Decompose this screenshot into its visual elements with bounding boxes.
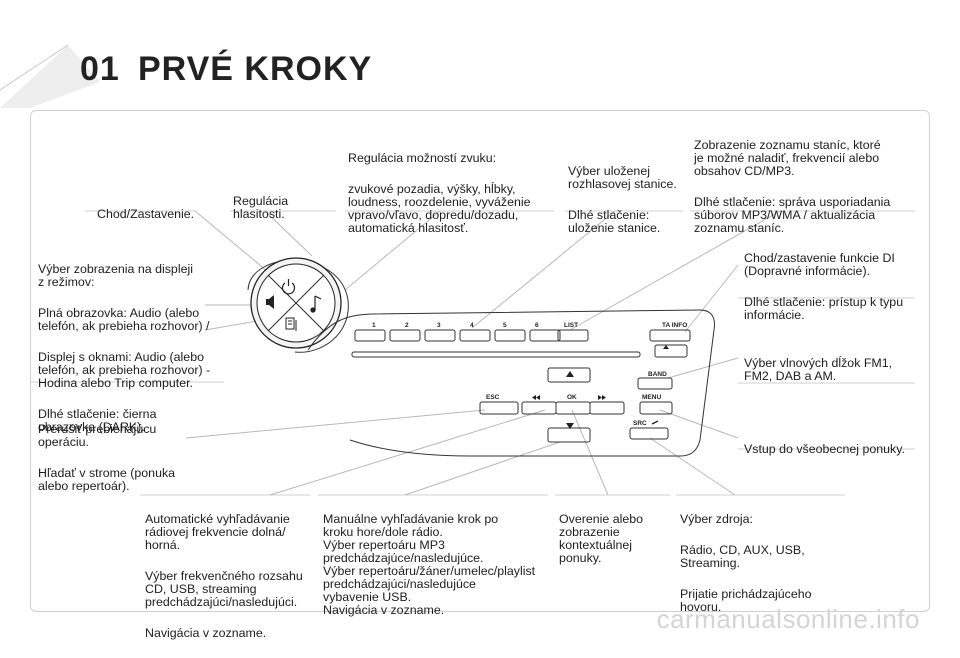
list-button-label: LIST <box>564 322 578 329</box>
rewind-icon <box>532 395 540 400</box>
up-arrow-icon <box>566 371 574 377</box>
power-icon <box>281 279 296 295</box>
eject-icon <box>663 345 669 349</box>
volume-icon <box>266 295 274 309</box>
ta-info-button-label: TA INFO <box>662 322 687 329</box>
preset-3-label: 3 <box>437 322 441 329</box>
music-note-icon <box>310 295 322 313</box>
src-button-label: SRC <box>633 420 647 427</box>
display-mode-icon <box>285 317 297 331</box>
control-dial <box>247 257 349 353</box>
phone-icon <box>651 420 659 425</box>
watermark: carmanualsonline.info <box>656 604 920 634</box>
preset-1-label: 1 <box>372 322 376 329</box>
callout-menu: Vstup do všeobecnej ponuky. <box>744 442 905 456</box>
chapter-number: 01 <box>80 50 120 88</box>
fast-forward-icon <box>598 395 606 400</box>
callout-on-off: Chod/Zastavenie. <box>97 207 195 221</box>
callout-auto-search: Automatické vyhľadávanie rádiovej frekve… <box>145 512 303 640</box>
corner-tab-decoration <box>0 44 100 108</box>
preset-2-label: 2 <box>405 322 409 329</box>
callout-band: Výber vlnových dĺžok FM1, FM2, DAB a AM. <box>744 356 893 383</box>
radio-panel-diagram: 1 2 3 4 5 6 LIST TA INFO BAND ESC OK MEN… <box>30 210 915 496</box>
preset-5-label: 5 <box>503 322 507 329</box>
callout-source: Výber zdroja: Rádio, CD, AUX, USB, Strea… <box>680 512 812 614</box>
preset-4-label: 4 <box>470 322 474 329</box>
callout-sound-settings: Regulácia možností zvuku: zvukové pozadi… <box>348 151 531 235</box>
ok-button-label: OK <box>567 394 577 401</box>
menu-button-label: MENU <box>642 394 661 401</box>
callout-ok: Overenie alebo zobrazenie kontextuálnej … <box>559 512 644 565</box>
content-frame <box>30 110 930 612</box>
callout-display-mode: Výber zobrazenia na displeji z režimov: … <box>38 262 211 434</box>
preset-6-label: 6 <box>535 322 539 329</box>
callout-ta-info: Chod/zastavenie funkcie DI (Dopravné inf… <box>744 251 904 322</box>
callout-manual-search: Manuálne vyhľadávanie krok po kroku hore… <box>323 512 536 617</box>
chapter-title: PRVÉ KROKY <box>138 50 373 88</box>
esc-button-label: ESC <box>486 394 500 401</box>
band-button-label: BAND <box>648 371 667 378</box>
down-arrow-icon <box>566 423 574 429</box>
callout-volume: Regulácia hlasitosti. <box>233 194 289 221</box>
callout-presets: Výber uloženej rozhlasovej stanice. Dlhé… <box>568 164 677 235</box>
callout-station-list: Zobrazenie zoznamu staníc, ktoré je možn… <box>694 138 891 235</box>
callout-esc: Prerušiť prebiehajúcu operáciu. Hľadať v… <box>38 422 176 493</box>
